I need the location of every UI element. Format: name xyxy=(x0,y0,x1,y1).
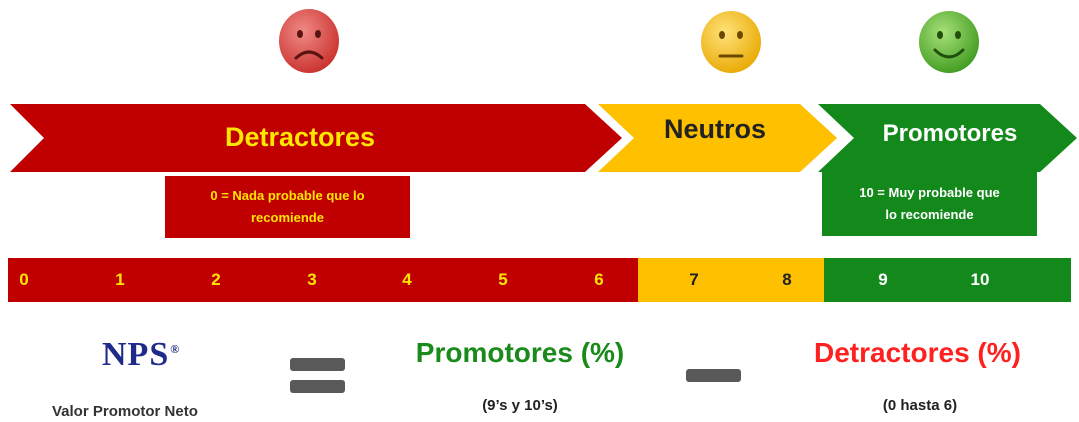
detractores-label: Detractores xyxy=(224,122,376,152)
registered-mark: ® xyxy=(170,341,181,356)
scale-tick: 3 xyxy=(307,270,317,289)
high-score-note: 10 = Muy probable que lo recomiende xyxy=(822,172,1037,236)
detractores-term: Detractores (%) xyxy=(814,337,1021,368)
promotores-arrow xyxy=(818,104,1077,172)
nps-subtitle: Valor Promotor Neto xyxy=(52,403,198,420)
high-score-note-line2: lo recomiende xyxy=(885,207,974,222)
neutros-label: Neutros xyxy=(663,114,766,144)
score-scale xyxy=(8,258,1071,302)
scale-tick: 2 xyxy=(211,270,221,289)
scale-tick: 10 xyxy=(970,270,990,289)
neutral-face-icon xyxy=(701,11,761,73)
promotores-label: Promotores xyxy=(882,120,1018,147)
scale-tick: 5 xyxy=(498,270,508,289)
category-arrows xyxy=(10,104,1077,172)
scale-tick: 9 xyxy=(878,270,888,289)
promotores-term: Promotores (%) xyxy=(415,337,625,368)
nps-logo: NPS® xyxy=(102,336,180,374)
detractores-arrow xyxy=(10,104,622,172)
minus-sign xyxy=(686,369,741,382)
detractores-sub: (0 hasta 6) xyxy=(882,397,958,414)
happy-face-icon xyxy=(919,11,979,73)
low-score-note-line1: 0 = Nada probable que lo xyxy=(210,188,365,203)
scale-detractores-segment xyxy=(8,258,638,302)
low-score-note-line2: recomiende xyxy=(251,210,324,225)
equals-sign-top xyxy=(290,358,345,371)
scale-tick: 4 xyxy=(402,270,412,289)
scale-tick: 6 xyxy=(594,270,604,289)
scale-promotores-segment xyxy=(824,258,1071,302)
nps-logo-text: NPS xyxy=(102,336,170,373)
neutros-arrow xyxy=(598,104,837,172)
sad-face-icon xyxy=(279,9,339,73)
scale-tick: 0 xyxy=(19,270,29,289)
low-score-note: 0 = Nada probable que lo recomiende xyxy=(165,176,410,238)
high-score-note-line1: 10 = Muy probable que xyxy=(859,185,1000,200)
scale-tick: 1 xyxy=(115,270,125,289)
scale-tick: 8 xyxy=(782,270,792,289)
promotores-sub: (9’s y 10’s) xyxy=(482,397,558,414)
scale-tick: 7 xyxy=(689,270,699,289)
scale-neutros-segment xyxy=(638,258,824,302)
equals-sign-bottom xyxy=(290,380,345,393)
